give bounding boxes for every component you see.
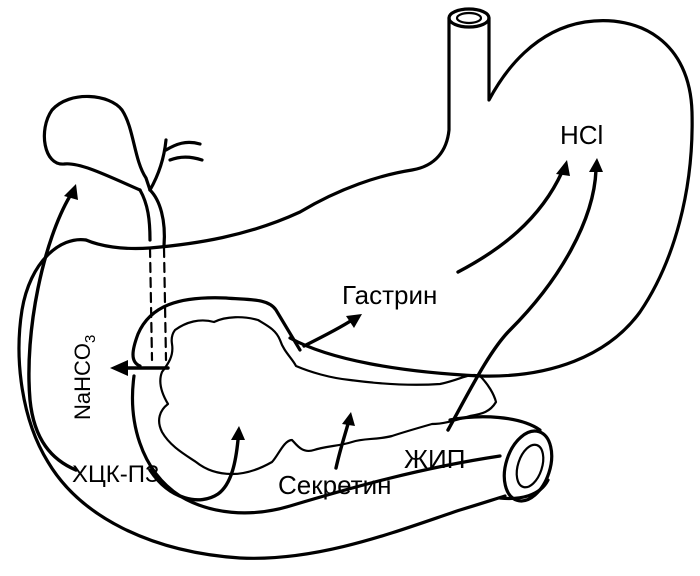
- pancreas-outline: [158, 316, 498, 476]
- arrowhead-gastrin-hcl: [556, 160, 570, 176]
- arrow-gip-to-hcl: [446, 168, 598, 432]
- pancreas: [158, 316, 498, 476]
- labels: HCl Гастрин ЖИП Секретин ХЦК-ПЗ NaHCO3: [70, 120, 603, 500]
- outer-contour: [17, 238, 507, 560]
- arrow-cck-to-gallbladder: [27, 194, 78, 472]
- arrowhead-cck-pancreas: [231, 426, 245, 440]
- esophagus-opening: [447, 7, 491, 29]
- cystic-duct: [138, 188, 152, 242]
- intestine-lumen: [515, 443, 545, 489]
- gallbladder-and-ducts: [42, 94, 204, 362]
- hepatic-duct: [148, 138, 204, 192]
- arrows: [27, 158, 603, 502]
- duodenum: [130, 296, 554, 515]
- arrow-cck-to-pancreas: [148, 438, 240, 502]
- common-bile-duct-dashed-right: [162, 246, 168, 362]
- label-nahco3: NaHCO3: [70, 335, 99, 420]
- arrowhead-gastrin: [346, 314, 362, 328]
- duodenum-upper: [131, 296, 302, 368]
- arrowhead-secretin: [342, 412, 355, 426]
- label-hcl: HCl: [560, 120, 603, 150]
- arrowhead-nahco3: [110, 360, 128, 376]
- esophagus-lumen: [455, 11, 483, 25]
- label-gip: ЖИП: [404, 444, 465, 474]
- intestine-opening: [502, 429, 554, 503]
- arrow-secretin: [334, 422, 350, 470]
- gallbladder: [42, 94, 152, 192]
- arrow-to-gastrin: [302, 318, 354, 348]
- duodenum-lower: [130, 374, 502, 515]
- label-gastrin: Гастрин: [342, 280, 437, 310]
- stomach: [17, 7, 694, 560]
- label-cck-pz: ХЦК-ПЗ: [72, 461, 159, 488]
- arrowhead-cck-gallbladder: [64, 184, 78, 200]
- stomach-lesser-curvature: [84, 16, 451, 251]
- arrow-gastrin-to-hcl: [456, 170, 564, 274]
- common-duct-right: [148, 188, 166, 248]
- stomach-greater-curvature: [288, 16, 694, 378]
- label-secretin: Секретин: [278, 470, 391, 500]
- arrowhead-gip-hcl: [589, 158, 603, 172]
- common-bile-duct-dashed-left: [148, 246, 154, 362]
